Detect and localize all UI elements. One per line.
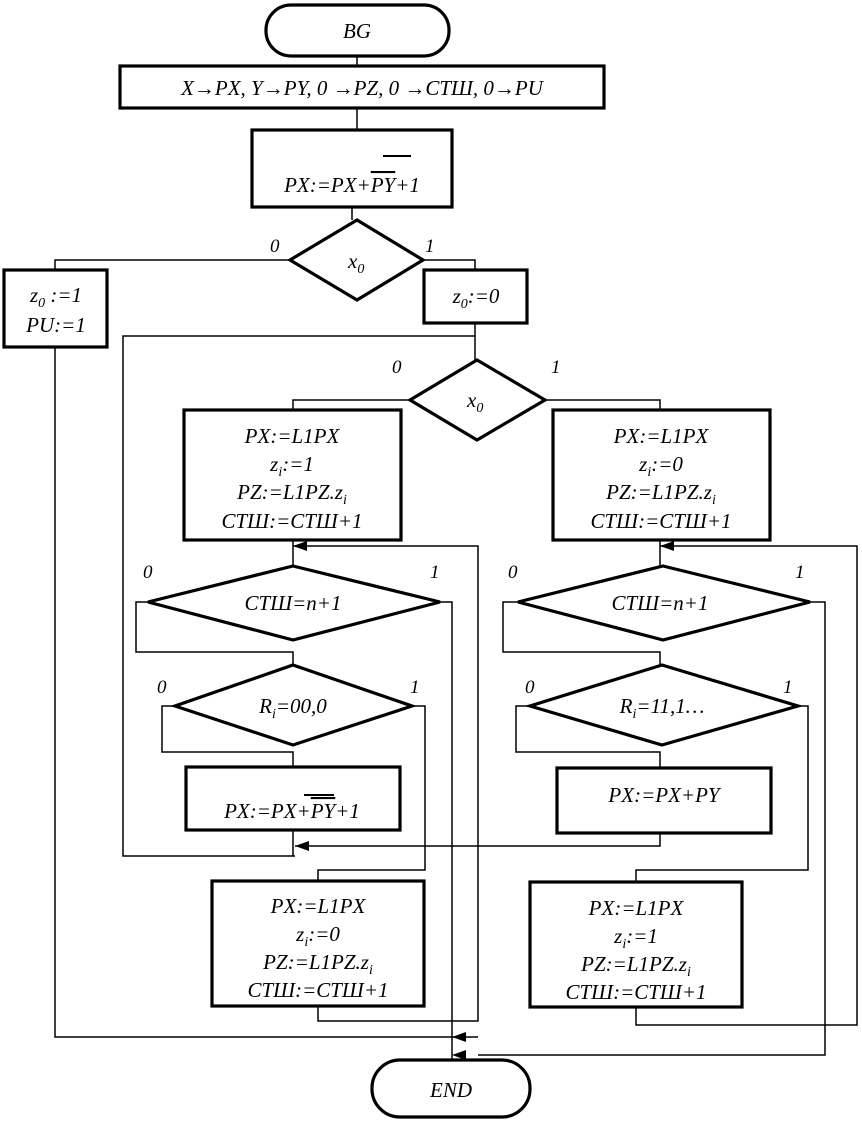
connectors bbox=[54, 56, 858, 1060]
svg-text:PX:=PX+PY+1: PX:=PX+PY+1 bbox=[283, 173, 420, 197]
decision-x0-sign: x0 0 1 bbox=[270, 218, 435, 302]
svg-text:zi:=0: zi:=0 bbox=[295, 922, 340, 950]
branch-label-yes: 1 bbox=[425, 236, 435, 257]
svg-text:PX:=L1PX: PX:=L1PX bbox=[270, 894, 367, 918]
svg-text:PZ:=L1PZ.zi: PZ:=L1PZ.zi bbox=[580, 952, 691, 980]
decision-counter-right: СТШ=n+1 0 1 bbox=[508, 562, 811, 642]
init-block: X→PX, Y→PY, 0 →PZ, 0 →СТШ, 0→PU bbox=[118, 64, 606, 110]
svg-text:PX:=L1PX: PX:=L1PX bbox=[244, 424, 341, 448]
subtract-block: PX:=PX+PY+1 bbox=[250, 128, 454, 209]
left-add-block: PX:=PX+PY+1 bbox=[184, 765, 402, 832]
right-set-block: z0:=0 bbox=[422, 268, 529, 325]
branch-label-no: 0 bbox=[157, 677, 167, 698]
svg-text:BG: BG bbox=[343, 19, 371, 43]
right-add-block: PX:=PX+PY bbox=[555, 766, 773, 835]
branch-label-no: 0 bbox=[508, 562, 518, 583]
svg-text:PX:=PX+PY: PX:=PX+PY bbox=[607, 783, 721, 807]
branch-label-yes: 1 bbox=[410, 677, 420, 698]
decision-remainder-left: Ri=00,0 0 1 bbox=[157, 663, 420, 747]
svg-text:СТШ:=СТШ+1: СТШ:=СТШ+1 bbox=[565, 980, 706, 1004]
branch-label-no: 0 bbox=[270, 236, 280, 257]
branch-label-yes: 1 bbox=[783, 677, 793, 698]
left-shift-block-b: PX:=L1PX zi:=0 PZ:=L1PZ.zi СТШ:=СТШ+1 bbox=[210, 879, 426, 1008]
svg-text:PZ:=L1PZ.zi: PZ:=L1PZ.zi bbox=[262, 950, 373, 978]
branch-label-yes: 1 bbox=[795, 562, 805, 583]
svg-text:zi:=1: zi:=1 bbox=[269, 452, 314, 480]
right-shift-block-a: PX:=L1PX zi:=0 PZ:=L1PZ.zi СТШ:=СТШ+1 bbox=[551, 408, 772, 542]
svg-text:PU:=1: PU:=1 bbox=[25, 313, 86, 337]
svg-text:X→PX, Y→PY, 0 →PZ, 0 →СТШ, 0→P: X→PX, Y→PY, 0 →PZ, 0 →СТШ, 0→PU bbox=[180, 76, 545, 100]
svg-text:PZ:=L1PZ.zi: PZ:=L1PZ.zi bbox=[605, 480, 716, 508]
svg-text:zi:=0: zi:=0 bbox=[638, 452, 683, 480]
svg-text:x0: x0 bbox=[466, 388, 483, 416]
svg-text:PX:=L1PX: PX:=L1PX bbox=[588, 896, 685, 920]
svg-text:PZ:=L1PZ.zi: PZ:=L1PZ.zi bbox=[236, 480, 347, 508]
svg-text:СТШ=n+1: СТШ=n+1 bbox=[245, 591, 342, 615]
branch-label-no: 0 bbox=[392, 357, 402, 378]
svg-text:PX:=L1PX: PX:=L1PX bbox=[613, 424, 710, 448]
svg-text:СТШ:=СТШ+1: СТШ:=СТШ+1 bbox=[221, 509, 362, 533]
decision-counter-left: СТШ=n+1 0 1 bbox=[143, 562, 441, 642]
start-terminator: BG bbox=[264, 3, 451, 58]
svg-text:Ri=11,1…: Ri=11,1… bbox=[619, 694, 705, 722]
branch-label-yes: 1 bbox=[430, 562, 440, 583]
branch-label-no: 0 bbox=[143, 562, 153, 583]
end-terminator: END bbox=[370, 1058, 532, 1119]
svg-text:СТШ:=СТШ+1: СТШ:=СТШ+1 bbox=[247, 978, 388, 1002]
svg-text:Ri=00,0: Ri=00,0 bbox=[258, 694, 327, 722]
svg-text:zi:=1: zi:=1 bbox=[613, 924, 658, 952]
svg-text:x0: x0 bbox=[347, 249, 364, 277]
left-shift-block-a: PX:=L1PX zi:=1 PZ:=L1PZ.zi СТШ:=СТШ+1 bbox=[182, 408, 403, 542]
svg-text:СТШ:=СТШ+1: СТШ:=СТШ+1 bbox=[590, 509, 731, 533]
arrowheads bbox=[293, 541, 674, 1060]
branch-label-yes: 1 bbox=[551, 357, 561, 378]
right-shift-block-b: PX:=L1PX zi:=1 PZ:=L1PZ.zi СТШ:=СТШ+1 bbox=[528, 880, 744, 1009]
svg-text:PX:=PX+PY+1: PX:=PX+PY+1 bbox=[223, 799, 360, 823]
decision-remainder-right: Ri=11,1… 0 1 bbox=[524, 663, 804, 747]
svg-text:z0 :=1: z0 :=1 bbox=[29, 283, 82, 311]
branch-label-no: 0 bbox=[525, 677, 535, 698]
decision-x0-second: x0 0 1 bbox=[392, 357, 561, 442]
svg-text:END: END bbox=[429, 1078, 472, 1102]
svg-text:z0:=0: z0:=0 bbox=[452, 284, 500, 312]
left-set-block: z0 :=1 PU:=1 bbox=[2, 268, 109, 349]
svg-text:СТШ=n+1: СТШ=n+1 bbox=[612, 591, 709, 615]
